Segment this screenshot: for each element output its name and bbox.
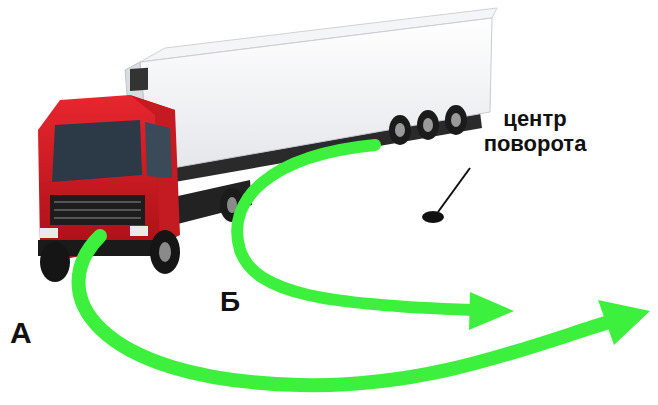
- front-wheel: [40, 242, 70, 282]
- trailer-side: [140, 18, 492, 172]
- reefer-unit: [130, 68, 148, 91]
- headlight: [40, 228, 58, 238]
- trailer-wheels: [389, 105, 467, 145]
- turn-arrow-a: [79, 236, 612, 385]
- arrowhead: [469, 292, 514, 330]
- front-wheel: [150, 230, 180, 274]
- turn-center-dot: [422, 211, 444, 223]
- arrowhead: [598, 300, 650, 345]
- windshield: [52, 120, 142, 182]
- arrow-label: Б: [220, 286, 240, 318]
- leader-line: [438, 168, 470, 212]
- headlight: [130, 226, 148, 236]
- turn-arrow-b: [237, 145, 472, 310]
- turn-center-label: центр поворота: [455, 106, 615, 157]
- grille: [50, 195, 145, 225]
- arrow-label: А: [10, 316, 32, 351]
